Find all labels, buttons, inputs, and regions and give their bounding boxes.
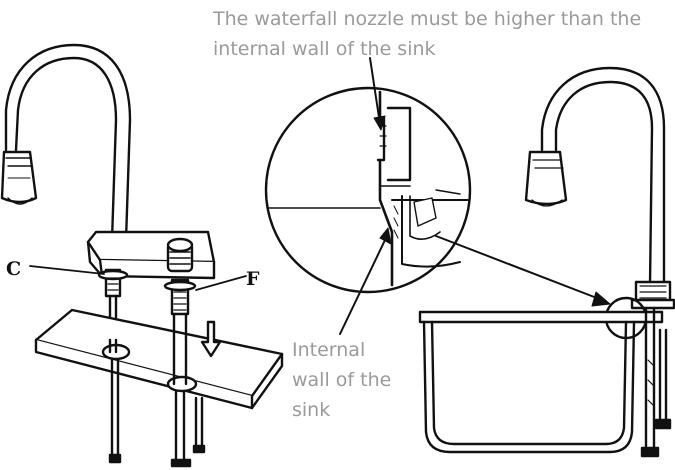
deck-hole-right bbox=[166, 375, 198, 393]
nozzle-height-note: The waterfall nozzle must be higher than… bbox=[213, 8, 642, 60]
left-spout-inner bbox=[4, 43, 132, 242]
leader-f bbox=[195, 275, 247, 291]
detail-connector-arrow bbox=[435, 235, 603, 301]
down-arrow bbox=[200, 320, 222, 358]
detail-circle bbox=[264, 86, 472, 294]
left-faucet-assembly bbox=[0, 43, 284, 468]
leader-c bbox=[29, 265, 105, 275]
sink-basin-outer bbox=[422, 320, 636, 454]
callout-c-label: C bbox=[6, 258, 22, 280]
left-spout-outer bbox=[14, 56, 118, 242]
right-spout-outer bbox=[554, 80, 654, 287]
right-faucet-installed bbox=[418, 66, 675, 458]
sink-basin-inner bbox=[430, 320, 628, 446]
right-spout-inner bbox=[540, 66, 666, 287]
detail-magnifier bbox=[264, 86, 472, 294]
callout-f-label: F bbox=[246, 268, 260, 290]
nozzle-arrow bbox=[369, 57, 381, 125]
faucet-base-top bbox=[86, 230, 216, 264]
left-spray-head bbox=[0, 150, 38, 204]
sink-rim bbox=[418, 310, 664, 324]
wall-arrow bbox=[339, 237, 387, 335]
internal-wall-note: Internal wall of the sink bbox=[292, 339, 392, 421]
right-spray-head bbox=[524, 150, 568, 206]
